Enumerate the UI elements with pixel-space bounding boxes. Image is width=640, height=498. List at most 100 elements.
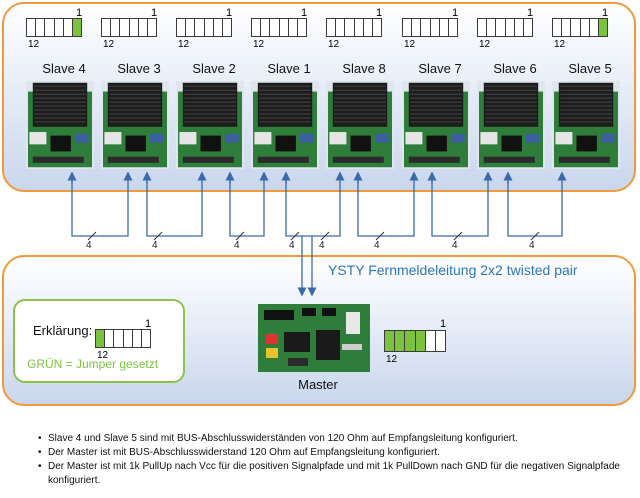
- wire-count-label: 4: [452, 240, 458, 251]
- jumper-set: [72, 19, 82, 36]
- dip-label-high: 1: [376, 7, 383, 19]
- wire-count-label: 4: [529, 240, 535, 251]
- slave-label: Slave 4: [42, 61, 86, 76]
- master-board-photo: [258, 304, 370, 372]
- jumper-open: [261, 19, 271, 36]
- slave-label: Slave 5: [568, 61, 612, 76]
- dip-label-high: 1: [602, 7, 609, 19]
- jumper-open: [195, 19, 205, 36]
- jumper-open: [27, 19, 37, 36]
- jumper-open: [111, 19, 121, 36]
- dip-label-low: 12: [479, 39, 491, 50]
- jumper-open: [426, 331, 436, 351]
- jumper-open: [553, 19, 563, 36]
- legend-box: Erklärung: 1 12 GRÜN = Jumper gesetzt: [13, 299, 185, 383]
- slave-label: Slave 8: [342, 61, 386, 76]
- slave-board-photo: [101, 81, 169, 169]
- jumper-open: [142, 330, 150, 347]
- wire-count-label: 4: [374, 240, 380, 251]
- wire-count-label: 4: [234, 240, 240, 251]
- jumper-open: [571, 19, 581, 36]
- jumper-open: [114, 330, 124, 347]
- legend-dip-switch: 1 12: [95, 318, 152, 361]
- bus-segment: [285, 176, 340, 237]
- legend-explanation: GRÜN = Jumper gesetzt: [27, 357, 159, 371]
- bus-segment: [71, 176, 128, 237]
- wire-tick: [290, 231, 300, 241]
- slave-board-photo: [176, 81, 244, 169]
- jumper-open: [403, 19, 413, 36]
- slave-board-photo: [477, 81, 545, 169]
- jumper-set: [598, 19, 608, 36]
- dip-label-high: 1: [301, 7, 308, 19]
- slave-board-photo: [251, 81, 319, 169]
- jumper-set: [96, 330, 106, 347]
- slave-label: Slave 7: [418, 61, 462, 76]
- jumper-open: [421, 19, 431, 36]
- jumper-open: [496, 19, 506, 36]
- note-item: Der Master ist mit 1k PullUp nach Vcc fü…: [38, 460, 633, 488]
- jumper-open: [214, 19, 223, 36]
- bus-segment: [357, 176, 414, 237]
- dip-label-low: 12: [103, 39, 115, 50]
- jumper-open: [562, 19, 572, 36]
- dip-label-high: 1: [76, 7, 83, 19]
- wire-tick: [530, 231, 540, 241]
- dip-label-high: 1: [527, 7, 534, 19]
- jumper-open: [124, 330, 133, 347]
- dip-label-high: 1: [226, 7, 233, 19]
- jumper-open: [440, 19, 449, 36]
- jumper-open: [289, 19, 298, 36]
- jumper-open: [130, 19, 139, 36]
- jumper-open: [412, 19, 422, 36]
- bus-segment: [507, 176, 562, 237]
- jumper-open: [280, 19, 289, 36]
- jumper-open: [139, 19, 148, 36]
- cable-type-label: YSTY Fernmeldeleitung 2x2 twisted pair: [328, 262, 578, 278]
- jumper-set: [395, 331, 406, 351]
- dip-label-low: 12: [554, 39, 566, 50]
- jumper-open: [177, 19, 187, 36]
- jumper-set: [405, 331, 416, 351]
- dip-label-high: 1: [145, 318, 152, 330]
- jumper-open: [102, 19, 112, 36]
- dip-label-high: 1: [440, 318, 447, 330]
- jumper-open: [55, 19, 64, 36]
- dip-label-high: 1: [151, 7, 158, 19]
- jumper-open: [336, 19, 346, 36]
- jumper-open: [105, 330, 115, 347]
- jumper-open: [120, 19, 130, 36]
- dip-label-low: 12: [386, 354, 398, 365]
- slave-label: Slave 6: [493, 61, 537, 76]
- note-item: Slave 4 und Slave 5 sind mit BUS-Abschlu…: [38, 432, 633, 446]
- master-label: Master: [298, 377, 338, 392]
- slave-board-photo: [402, 81, 470, 169]
- jumper-open: [205, 19, 214, 36]
- wire-count-label: 4: [152, 240, 158, 251]
- jumper-open: [590, 19, 599, 36]
- jumper-open: [431, 19, 440, 36]
- jumper-open: [345, 19, 355, 36]
- dip-label-low: 12: [28, 39, 40, 50]
- wire-tick: [235, 231, 245, 241]
- dip-label-low: 12: [328, 39, 340, 50]
- dip-label-low: 12: [178, 39, 190, 50]
- jumper-open: [186, 19, 196, 36]
- jumper-open: [487, 19, 497, 36]
- dip-label-low: 12: [97, 350, 109, 361]
- jumper-open: [64, 19, 73, 36]
- legend-title: Erklärung:: [33, 323, 93, 338]
- jumper-open: [133, 330, 142, 347]
- jumper-open: [36, 19, 46, 36]
- slave-label: Slave 3: [117, 61, 161, 76]
- jumper-open: [327, 19, 337, 36]
- jumper-open: [364, 19, 373, 36]
